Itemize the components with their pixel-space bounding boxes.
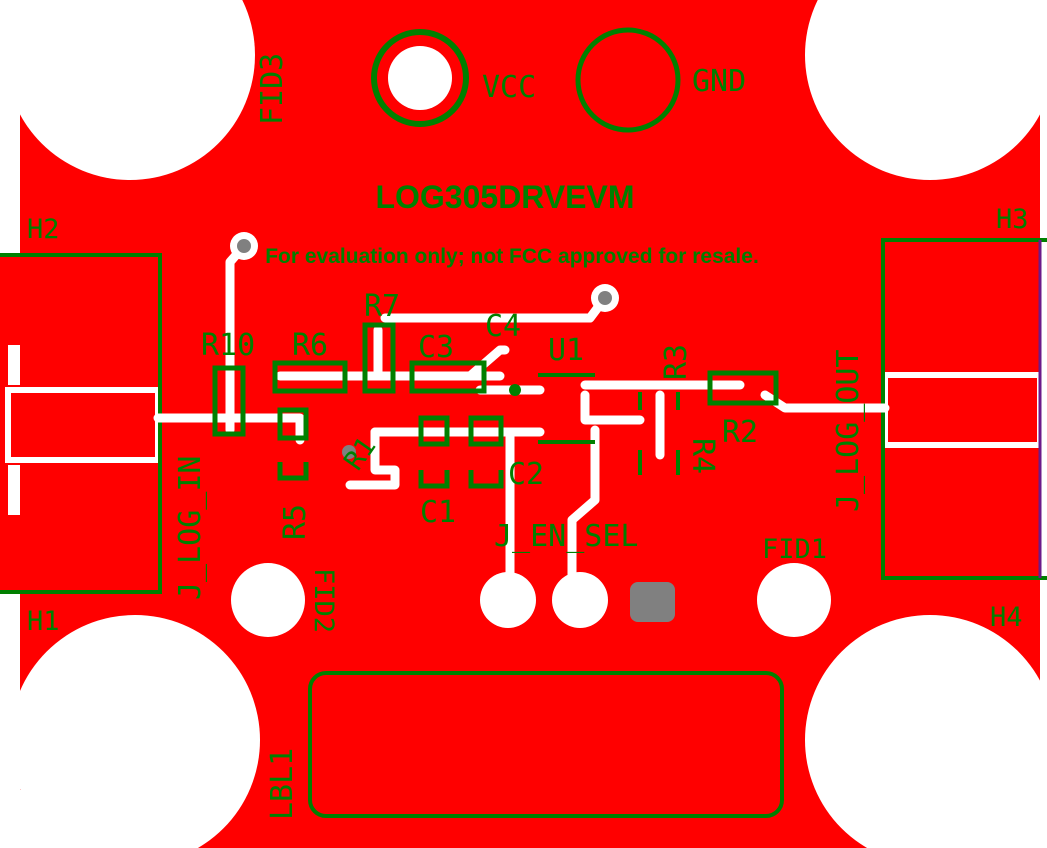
label-r5: R5	[278, 504, 313, 540]
label-gnd: GND	[692, 64, 746, 99]
header-pin-3-square	[630, 582, 675, 622]
vcc-testpoint	[371, 29, 469, 127]
mount-hole-h1	[10, 615, 260, 848]
label-r7: R7	[364, 289, 400, 324]
connector-j-log-in	[0, 253, 220, 594]
label-h3: H3	[996, 204, 1029, 235]
label-h4: H4	[990, 602, 1023, 633]
label-c2: C2	[508, 457, 544, 492]
label-c4: C4	[485, 309, 521, 344]
label-j-log-in: J_LOG_IN	[173, 456, 208, 601]
fiducial-fid1	[757, 563, 831, 637]
board-notice: For evaluation only; not FCC approved fo…	[265, 245, 759, 268]
component-outlines	[212, 322, 779, 489]
label-c1: C1	[420, 495, 456, 530]
label-r2: R2	[722, 415, 758, 450]
label-j-en-sel: J_EN_SEL	[494, 519, 639, 554]
label-fid3: FID3	[255, 53, 290, 125]
label-c3: C3	[418, 330, 454, 365]
label-vcc: VCC	[482, 70, 536, 105]
label-lbl1: LBL1	[265, 748, 300, 820]
label-r4: R4	[685, 438, 720, 474]
board-title: LOG305DRVEVM	[375, 179, 634, 215]
fiducial-fid2	[231, 563, 305, 637]
label-fid1: FID1	[762, 534, 827, 565]
label-h2: H2	[27, 214, 60, 245]
label-r6: R6	[292, 328, 328, 363]
label-u1: U1	[548, 333, 584, 368]
header-pin-2	[552, 572, 608, 628]
label-h1: H1	[27, 606, 60, 637]
label-j-log-out: J_LOG_OUT	[831, 349, 866, 512]
label-r3: R3	[659, 344, 694, 380]
header-pin-1	[480, 572, 536, 628]
gnd-testpoint	[575, 27, 681, 133]
mount-hole-h4	[805, 615, 1047, 848]
label-area-lbl1	[308, 671, 784, 818]
label-r10: R10	[201, 328, 255, 363]
label-fid2: FID2	[308, 568, 339, 633]
via	[342, 445, 356, 459]
